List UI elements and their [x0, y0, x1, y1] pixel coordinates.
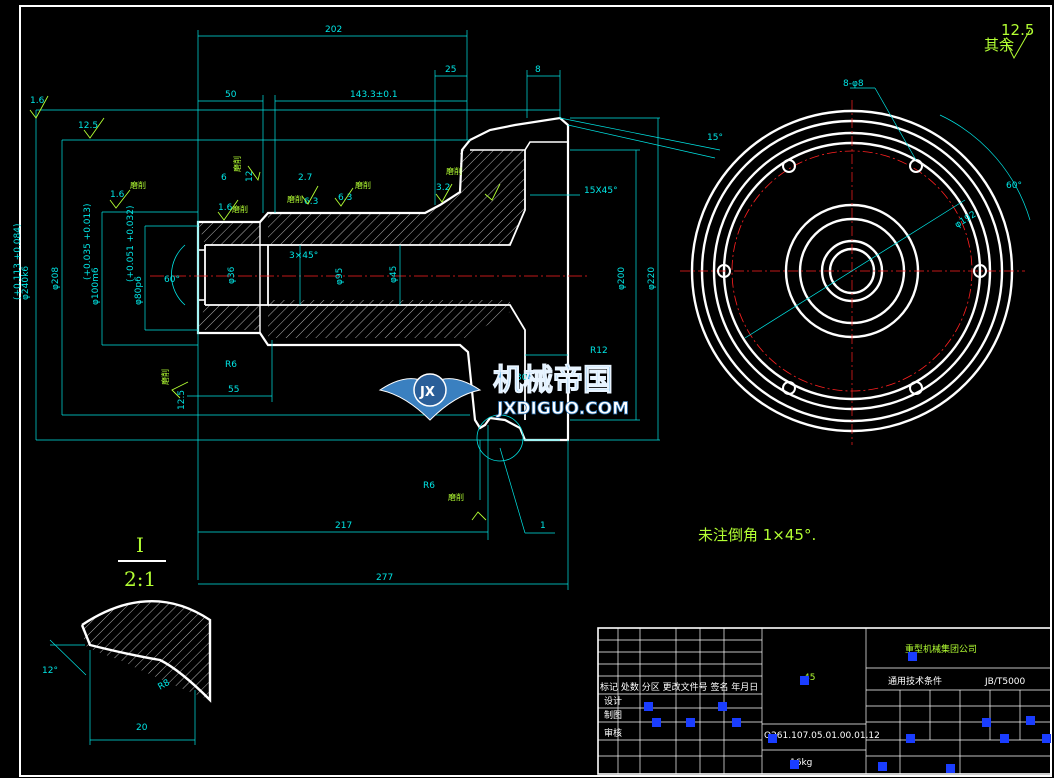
dim-phi80: φ80p6	[134, 276, 144, 305]
dim-55: 55	[228, 385, 239, 395]
dim-phi240: φ240k6	[21, 266, 31, 300]
dim-r6a: R6	[225, 360, 237, 370]
bore-line	[204, 150, 526, 420]
general-roughness: 12.5 其余	[984, 21, 1034, 60]
dim-8-phi8: 8-φ8	[843, 79, 864, 89]
grind-label-2: 磨削	[287, 194, 303, 204]
watermark-logo: JX	[419, 385, 435, 400]
dim-2-7: 2.7	[298, 173, 312, 183]
step-line	[198, 222, 261, 333]
title-block: 重型机械集团公司 通用技术条件 JB/T5000 45 Q261.107.05.…	[597, 627, 1052, 775]
detail-scale: 2:1	[124, 567, 156, 591]
grind-label-4: 磨削	[446, 166, 462, 176]
dim-217: 217	[335, 521, 352, 531]
tb-drawing-no: Q261.107.05.01.00.01.12	[764, 731, 880, 741]
section-view: 202 25 8 50 143.3±0.1 6 2.7 6.3 6.3 3.2 …	[13, 25, 723, 590]
dim-phi95: φ95	[335, 268, 345, 285]
section-hatch-lower	[268, 300, 510, 338]
tb-row1: 标记 处数 分区 更改文件号 签名 年月日	[600, 681, 758, 693]
dim-1-6b: 1.6	[110, 190, 125, 200]
dim-277: 277	[376, 573, 393, 583]
tb-row3: 制图	[604, 709, 622, 721]
dim-6-3a: 6.3	[304, 197, 318, 207]
watermark-url: JXDIGUO.COM	[496, 399, 629, 419]
dim-phi220: φ220	[647, 267, 657, 290]
tb-row2: 设计	[604, 695, 622, 707]
tb-weight: 16kg	[790, 758, 812, 768]
dim-r6b: R6	[423, 481, 435, 491]
dim-1-2: 12	[245, 171, 255, 182]
detail-dim-12deg: 12°	[42, 666, 58, 676]
tb-std-code: JB/T5000	[984, 677, 1026, 687]
tb-company: 重型机械集团公司	[905, 643, 977, 655]
end-view-dims	[744, 87, 1031, 339]
grind-label-5: 磨削	[130, 180, 146, 190]
dim-phi45: φ45	[389, 266, 399, 283]
watermark-brand: 机械帝国	[493, 363, 613, 398]
dim-60deg-b: 60°	[1006, 181, 1022, 191]
dim-r12: R12	[590, 346, 608, 356]
dim-phi100: φ100m6	[91, 267, 101, 305]
detail-view: 12° 20 R8	[42, 599, 212, 745]
dim-3x45: 3×45°	[289, 251, 318, 261]
dim-15x45: 15X45°	[584, 186, 618, 196]
dimension-lines	[35, 30, 721, 590]
dim-15deg: 15°	[707, 133, 723, 143]
dim-1: 1	[540, 521, 546, 531]
bolt-holes	[717, 159, 987, 395]
dim-50: 50	[225, 90, 237, 100]
drawing-border	[19, 5, 1052, 777]
roughness-symbols	[29, 95, 501, 521]
dim-30: 30	[516, 373, 528, 383]
dim-phi100-tol: (+0.035 +0.013)	[83, 204, 93, 281]
tb-row4: 审核	[604, 727, 622, 739]
grind-label-6: 磨削	[232, 204, 248, 214]
dim-6: 6	[221, 173, 227, 183]
dim-12-5a: 12.5	[78, 121, 98, 131]
watermark-gear-icon	[413, 373, 447, 407]
end-view: 8-φ8 φ192 60°	[680, 79, 1031, 445]
watermark: JX 机械帝国 JXDIGUO.COM	[378, 363, 629, 421]
detail-id: I	[136, 533, 144, 557]
dim-6-3b: 6.3	[338, 193, 352, 203]
detail-label: I 2:1	[118, 533, 166, 591]
flange-inner	[470, 141, 568, 151]
dim-phi240-tol: (+0.113 +0.084)	[13, 224, 23, 301]
dim-phi200: φ200	[617, 267, 627, 290]
dim-phi208: φ208	[51, 267, 61, 290]
cone-angle-arc	[171, 244, 186, 306]
general-roughness-label: 其余	[984, 36, 1014, 54]
grind-label-7: 磨削	[160, 369, 170, 385]
dim-1-6a: 1.6	[30, 96, 45, 106]
grind-label-8: 磨削	[448, 492, 464, 502]
tb-std: 通用技术条件	[888, 675, 942, 687]
dim-8: 8	[535, 65, 541, 75]
dim-202: 202	[325, 25, 342, 35]
dim-phi80-tol: (+0.051 +0.032)	[126, 206, 136, 283]
tb-material: 45	[804, 673, 815, 683]
dim-phi36: φ36	[227, 266, 237, 284]
dim-60deg: 60°	[164, 275, 180, 285]
dim-1-6c: 1.6	[218, 203, 233, 213]
chamfer-note: 未注倒角 1×45°.	[698, 526, 816, 544]
dim-12-5b: 12.5	[177, 390, 187, 410]
detail-circle-i	[476, 414, 524, 462]
tb-markers	[644, 652, 1051, 773]
detail-dim-20: 20	[136, 723, 148, 733]
dim-25: 25	[445, 65, 456, 75]
dim-3-2: 3.2	[436, 183, 450, 193]
grind-label-1: 磨削	[232, 156, 242, 172]
general-roughness-value: 12.5	[1001, 21, 1034, 39]
section-hatch-left	[198, 222, 260, 330]
grind-label-3: 磨削	[355, 180, 371, 190]
dim-143: 143.3±0.1	[350, 90, 398, 100]
